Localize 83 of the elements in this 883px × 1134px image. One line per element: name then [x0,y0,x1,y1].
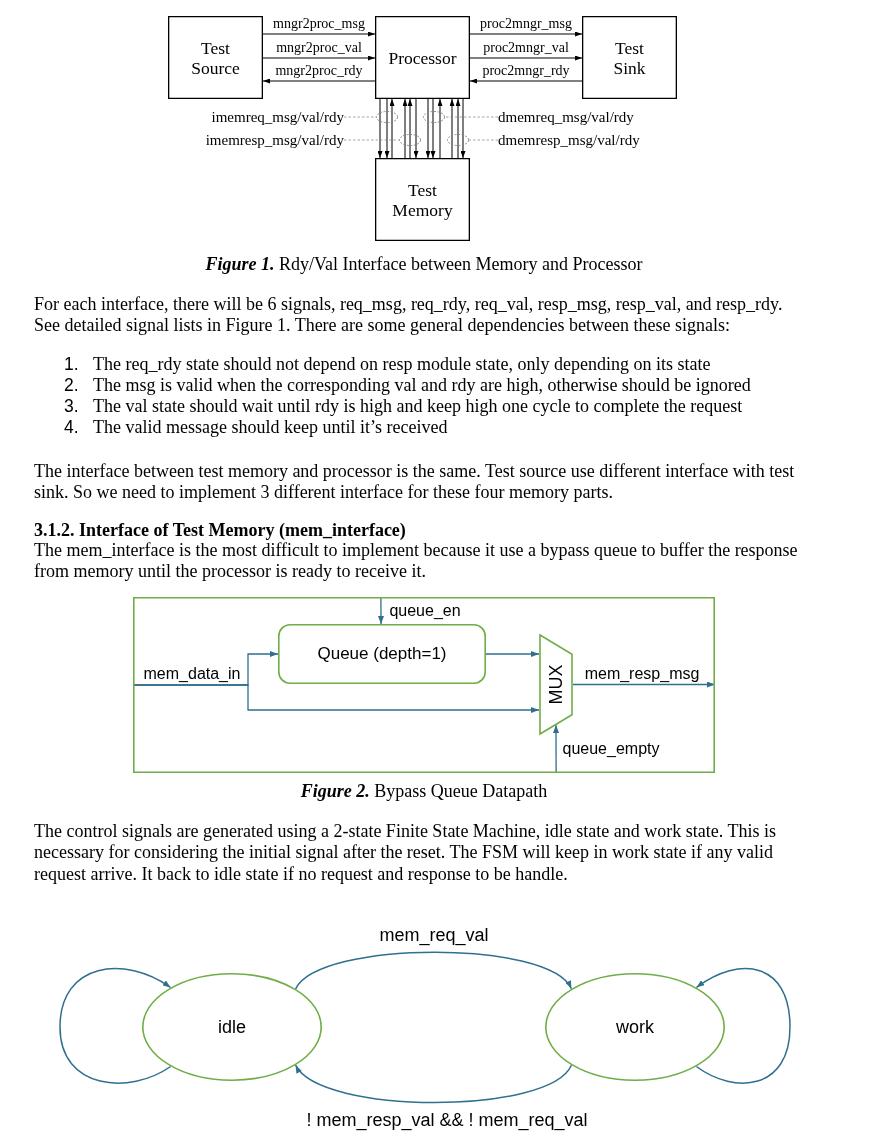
signal-arrow [384,98,390,159]
list-number: 2. [64,374,79,397]
leader-line [468,139,499,141]
signal-arrow [262,78,376,84]
signal-arrow [469,55,583,61]
signal-arrow [455,98,461,159]
signal-arrow [430,98,436,159]
signal-arrow [402,98,408,159]
signal-arrow [449,98,455,159]
transition-arrow [294,951,573,990]
state-label: idle [218,1016,246,1038]
edge-label: queue_empty [562,740,660,758]
signal-arrow [377,98,383,159]
leader-line [444,116,499,118]
block-box [582,16,677,99]
paragraph: For each interface, there will be 6 signals, req_msg, req_rdy, req_val, resp_msg, resp_val, and resp_rdy. See detailed signal lists in Figure 1. There are some general dependencies between these signals: [34,294,784,337]
signal-arrow [413,98,419,159]
signal-arrow [389,98,395,159]
list-number: 4. [64,417,79,439]
bundle-ellipse [423,111,445,123]
bundle-ellipse [399,134,421,146]
bundle-ellipse [376,111,398,123]
signal-arrow [553,724,559,774]
signal-arrow [132,684,540,713]
list-item: The val state should wait until rdy is high and keep high one cycle to complete the request [93,396,743,418]
signal-group-label: imemreq_msg/val/rdy [211,108,344,126]
state-ellipse [142,973,322,1081]
figure-caption: Figure 2. Bypass Queue Datapath [300,780,548,802]
edge-label: mem_data_in [143,665,241,683]
signal-arrow [425,98,431,159]
signal-arrow [485,651,540,657]
block-label: Test Source [191,37,240,78]
leader-line [343,139,400,141]
signal-arrow [407,98,413,159]
block-box [168,16,263,99]
edge-label: mem_resp_msg [584,665,700,683]
edge-label: queue_en [389,602,461,620]
block-box [375,16,470,99]
list-number: 3. [64,396,79,418]
list-item: The req_rdy state should not depend on resp module state, only depending on its state [93,353,711,375]
edge-label: proc2mngr_rdy [482,63,570,79]
mux-label: MUX [545,664,567,705]
signal-arrow [572,681,716,688]
state-ellipse [545,973,725,1081]
signal-arrow [437,98,443,159]
state-label: work [616,1016,654,1038]
edge-label: ! mem_resp_val && ! mem_req_val [306,1109,588,1131]
list-item: The msg is valid when the corresponding val and rdy are high, otherwise should be ignored [93,374,751,397]
list-number: 1. [64,353,79,375]
block-box [375,158,470,241]
figure-caption: Figure 1. Rdy/Val Interface between Memory and Processor [205,253,643,275]
paragraph: The interface between test memory and processor is the same. Test source use different interface with test sink. So we need to implement 3 different interface for these four memory parts. [34,461,796,504]
paragraph: The control signals are generated using a 2-state Finite State Machine, idle state and work state. This is necessary for considering the initial signal after the reset. The FSM will keep in work state if any valid request arrive. It back to idle state if no request and response to be handle. [34,821,777,885]
signal-arrow [469,31,583,37]
edge-label: mngr2proc_val [276,40,362,56]
signal-arrow [262,31,376,37]
block-label: Processor [388,47,457,68]
module-frame [133,597,715,773]
mux-symbol [539,634,573,735]
self-loop-arrow [695,968,791,1084]
transition-arrow [294,1064,573,1104]
queue-box [278,624,486,684]
queue-label: Queue (depth=1) [317,644,447,664]
edge-label: proc2mngr_val [483,40,569,56]
section-heading: 3.1.2. Interface of Test Memory (mem_interface) [34,519,406,541]
edge-label: mngr2proc_rdy [275,63,363,79]
signal-arrow [377,596,384,625]
edge-label: proc2mngr_msg [480,16,572,32]
edge-label: mem_req_val [379,924,489,946]
signal-group-label: dmemreq_msg/val/rdy [498,108,634,126]
list-item: The valid message should keep until it’s received [93,417,448,439]
signal-group-label: imemresp_msg/val/rdy [205,131,344,149]
paragraph: The mem_interface is the most difficult to implement because it use a bypass queue to buffer the response from memory until the processor is ready to receive it. [34,539,799,583]
signal-arrow [262,55,376,61]
signal-arrow [460,98,466,159]
signal-arrow [469,78,583,84]
signal-group-label: dmemresp_msg/val/rdy [498,131,640,149]
bundle-ellipse [447,134,469,146]
block-label: Test Memory [392,179,453,220]
edge-label: mngr2proc_msg [273,16,365,32]
leader-line [343,116,377,118]
self-loop-arrow [59,968,172,1084]
block-label: Test Sink [613,37,646,78]
